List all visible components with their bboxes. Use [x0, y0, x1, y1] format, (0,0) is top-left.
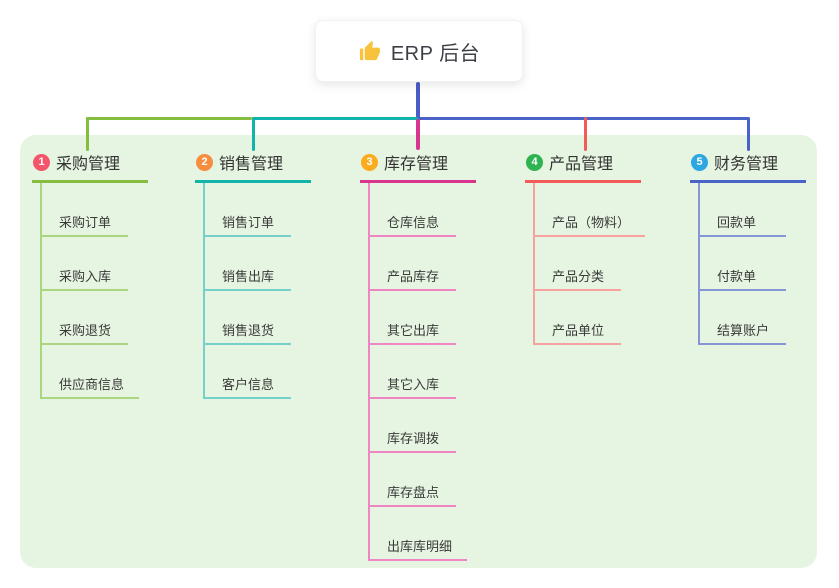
branch-node-product[interactable]: 4 产品管理	[525, 148, 641, 183]
drop-line-product	[583, 116, 587, 151]
tree-node[interactable]: 采购订单	[42, 183, 128, 237]
branch-label: 产品管理	[549, 156, 614, 173]
branch-number-badge: 4	[526, 153, 543, 171]
tree-node[interactable]: 出库库明细	[370, 507, 468, 561]
tree-node[interactable]: 产品分类	[535, 237, 621, 291]
branch-sales: 2 销售管理 销售订单 销售出库 销售退货 客户信息	[195, 148, 311, 399]
branch-number-badge: 1	[33, 153, 50, 171]
branch-children-finance: 回款单 付款单 结算账户	[698, 183, 806, 345]
tree-node[interactable]: 采购入库	[42, 237, 128, 291]
branches-background-panel	[20, 135, 817, 568]
branch-label: 销售管理	[219, 156, 284, 173]
tree-node[interactable]: 结算账户	[700, 291, 786, 345]
drop-line-inventory	[416, 119, 420, 150]
tree-node[interactable]: 库存盘点	[370, 453, 456, 507]
connector-segment-purchase	[85, 116, 252, 120]
connector-segment-finance	[417, 116, 749, 120]
branch-label: 库存管理	[384, 156, 449, 173]
tree-node[interactable]: 回款单	[700, 183, 786, 237]
drop-line-sales	[251, 116, 255, 151]
branch-node-finance[interactable]: 5 财务管理	[690, 148, 806, 183]
branch-node-inventory[interactable]: 3 库存管理	[360, 148, 476, 183]
tree-node[interactable]: 库存调拨	[370, 399, 456, 453]
root-connector-line	[416, 82, 420, 120]
branch-inventory: 3 库存管理 仓库信息 产品库存 其它出库 其它入库 库存调拨 库存盘点 出库库…	[360, 148, 476, 561]
branch-children-inventory: 仓库信息 产品库存 其它出库 其它入库 库存调拨 库存盘点 出库库明细	[368, 183, 476, 561]
branch-label: 采购管理	[56, 156, 121, 173]
branch-purchase: 1 采购管理 采购订单 采购入库 采购退货 供应商信息	[32, 148, 148, 399]
tree-node[interactable]: 付款单	[700, 237, 786, 291]
connector-segment-sales	[251, 116, 418, 120]
branch-children-purchase: 采购订单 采购入库 采购退货 供应商信息	[40, 183, 148, 399]
branch-node-sales[interactable]: 2 销售管理	[195, 148, 311, 183]
tree-node[interactable]: 客户信息	[205, 345, 291, 399]
tree-node[interactable]: 产品单位	[535, 291, 621, 345]
tree-node[interactable]: 供应商信息	[42, 345, 140, 399]
root-node-title: ERP 后台	[390, 42, 481, 65]
branch-product: 4 产品管理 产品（物料） 产品分类 产品单位	[525, 148, 646, 345]
branch-children-sales: 销售订单 销售出库 销售退货 客户信息	[203, 183, 311, 399]
branch-node-purchase[interactable]: 1 采购管理	[32, 148, 148, 183]
tree-node[interactable]: 销售退货	[205, 291, 291, 345]
branch-children-product: 产品（物料） 产品分类 产品单位	[533, 183, 646, 345]
thumbs-up-icon	[358, 40, 381, 63]
drop-line-finance	[746, 116, 750, 151]
root-node[interactable]: ERP 后台	[315, 20, 523, 82]
tree-node[interactable]: 仓库信息	[370, 183, 456, 237]
branch-label: 财务管理	[714, 156, 779, 173]
branch-number-badge: 3	[361, 153, 378, 171]
branch-number-badge: 2	[196, 153, 213, 171]
tree-node[interactable]: 销售订单	[205, 183, 291, 237]
branch-number-badge: 5	[691, 153, 708, 171]
tree-node[interactable]: 其它入库	[370, 345, 456, 399]
tree-node[interactable]: 其它出库	[370, 291, 456, 345]
tree-node[interactable]: 产品（物料）	[535, 183, 646, 237]
tree-node[interactable]: 采购退货	[42, 291, 128, 345]
tree-node[interactable]: 销售出库	[205, 237, 291, 291]
tree-node[interactable]: 产品库存	[370, 237, 456, 291]
drop-line-purchase	[85, 116, 89, 151]
branch-finance: 5 财务管理 回款单 付款单 结算账户	[690, 148, 806, 345]
